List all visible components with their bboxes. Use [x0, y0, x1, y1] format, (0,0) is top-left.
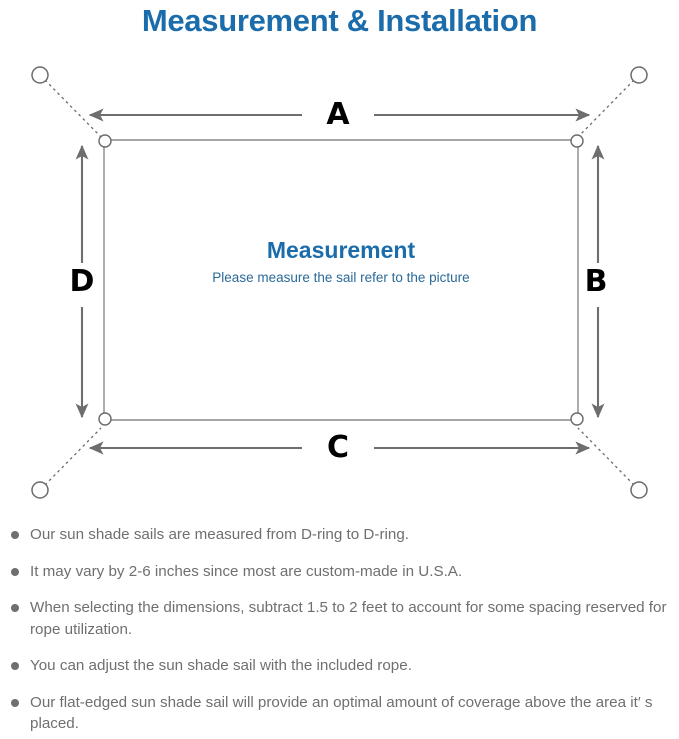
- note-item: When selecting the dimensions, subtract …: [0, 597, 679, 640]
- sail-rectangle: [103, 139, 579, 421]
- d-rings-group: [98, 134, 584, 426]
- anchor-point-bottom-right: [630, 481, 648, 499]
- bullet-icon: [11, 698, 19, 707]
- note-item: Our flat-edged sun shade sail will provi…: [0, 692, 679, 735]
- d-ring-bottom-left: [98, 412, 112, 426]
- anchor-point-top-left: [31, 66, 49, 84]
- note-text: It may vary by 2-6 inches since most are…: [30, 562, 463, 580]
- notes-list: Our sun shade sails are measured from D-…: [0, 524, 679, 735]
- sail-measurement-diagram: Measurement Please measure the sail refe…: [0, 45, 679, 520]
- note-text: You can adjust the sun shade sail with t…: [30, 657, 412, 674]
- rope-line-top-left: [44, 79, 102, 138]
- d-ring-bottom-right: [570, 412, 584, 426]
- d-ring-top-left: [98, 134, 112, 148]
- d-ring-top-right: [570, 134, 584, 148]
- anchor-point-top-right: [630, 66, 648, 84]
- dimension-arrows-group: [75, 108, 605, 455]
- note-item: It may vary by 2-6 inches since most are…: [0, 561, 679, 583]
- anchor-point-bottom-left: [31, 481, 49, 499]
- bullet-icon: [11, 662, 19, 670]
- bullet-icon: [11, 604, 19, 612]
- rope-line-bottom-left: [44, 427, 102, 486]
- anchor-points-group: [31, 66, 648, 499]
- diagram-canvas: [31, 66, 648, 499]
- bullet-icon: [11, 531, 19, 539]
- rope-line-bottom-right: [577, 427, 635, 486]
- note-item: Our sun shade sails are measured from D-…: [0, 524, 679, 546]
- page-title: Measurement & Installation: [141, 3, 538, 38]
- note-text: Our sun shade sails are measured from D-…: [30, 526, 409, 543]
- rope-line-top-right: [577, 79, 635, 138]
- rope-lines-group: [44, 79, 635, 486]
- bullet-icon: [11, 567, 19, 576]
- note-text: When selecting the dimensions, subtract …: [30, 599, 667, 638]
- note-item: You can adjust the sun shade sail with t…: [0, 655, 679, 677]
- note-text: Our flat-edged sun shade sail will provi…: [30, 693, 653, 733]
